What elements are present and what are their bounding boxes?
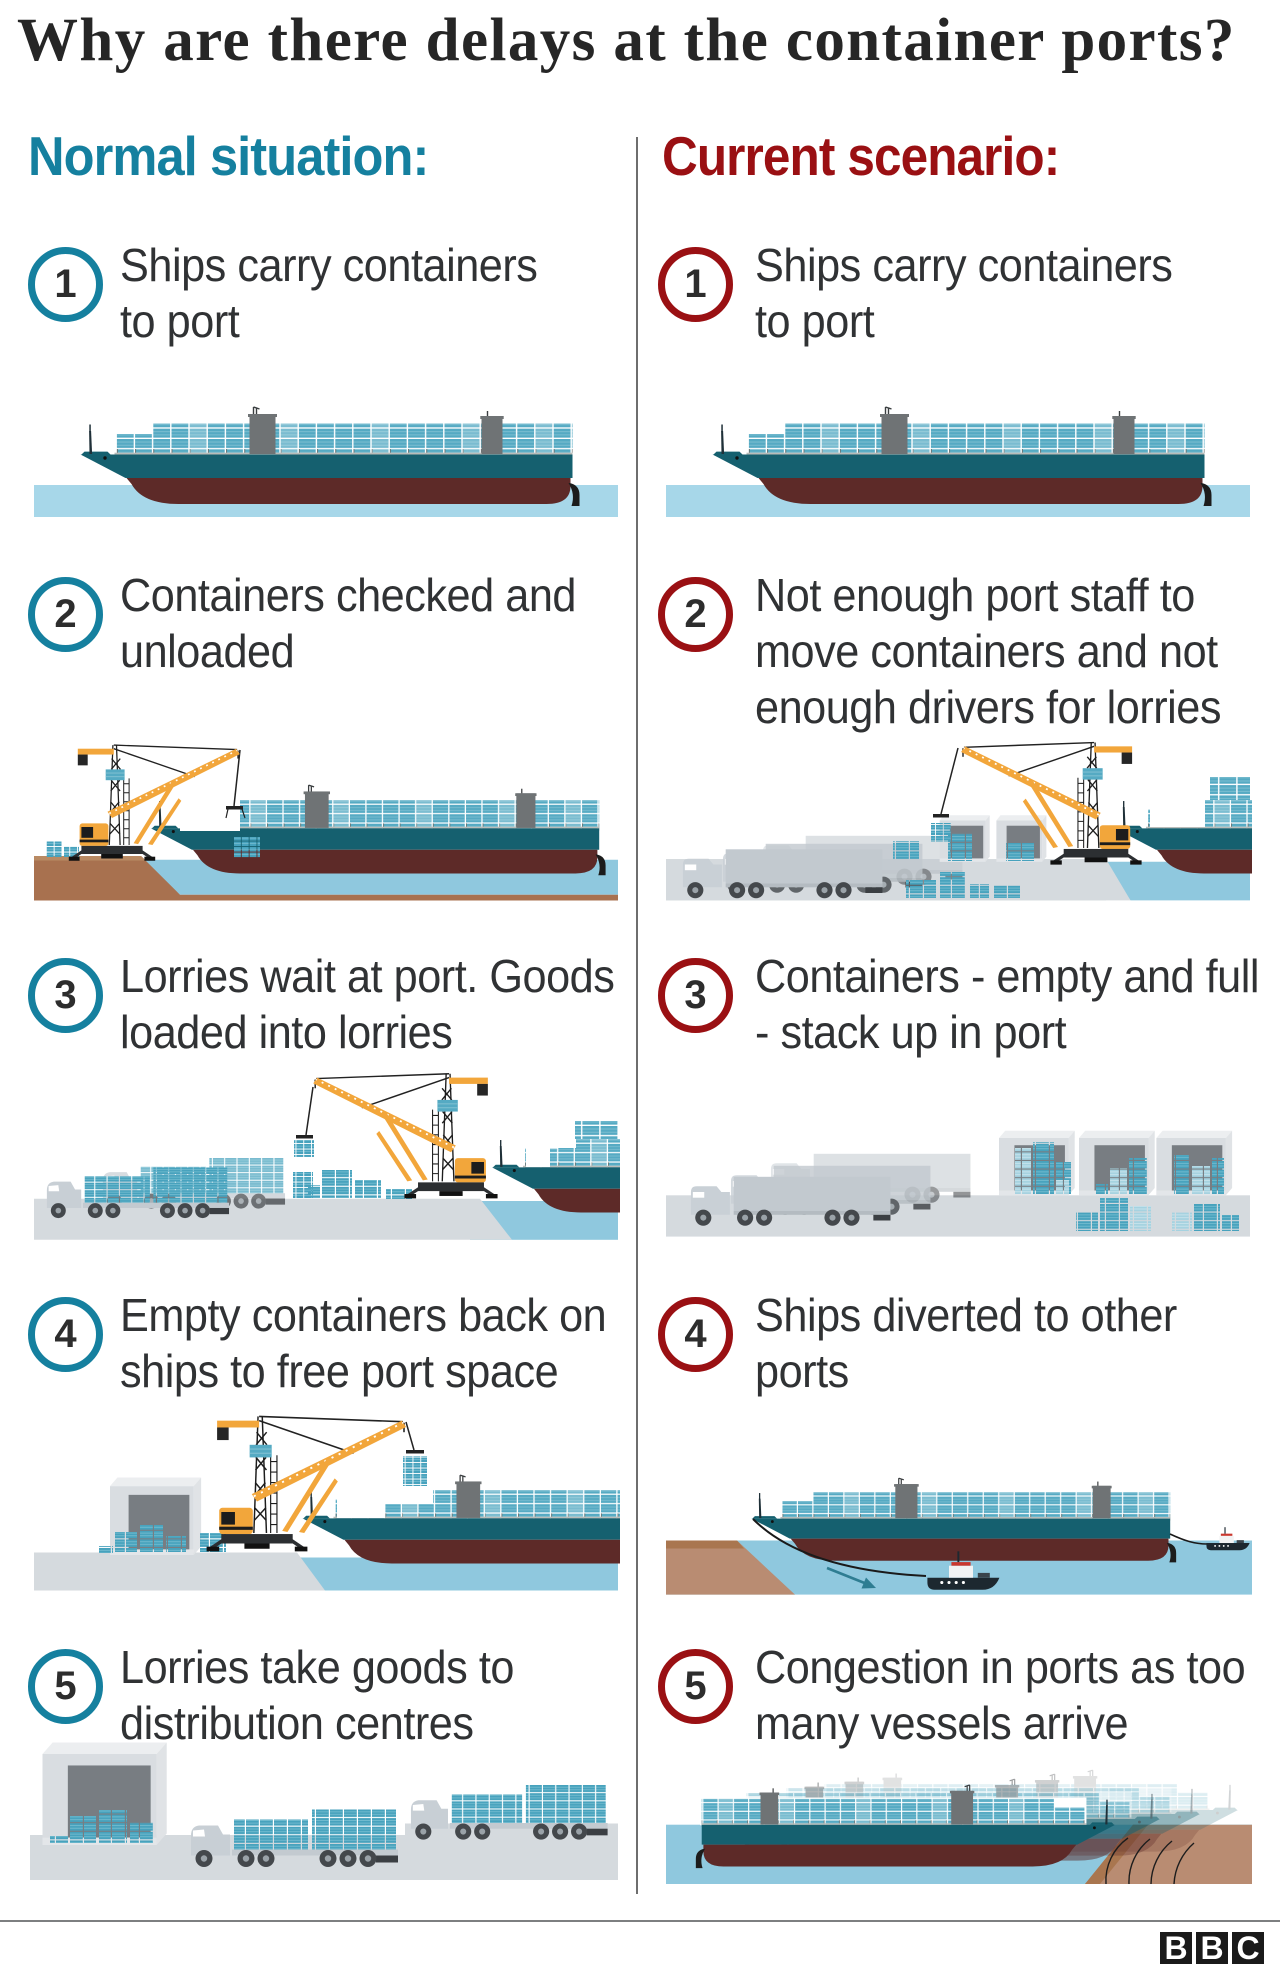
- step-number-badge: 2: [28, 577, 103, 652]
- footer-divider: [0, 1920, 1280, 1922]
- step-number-badge: 4: [28, 1297, 103, 1372]
- step-text: Ships diverted to other ports: [755, 1289, 1177, 1397]
- step-number-badge: 3: [28, 958, 103, 1033]
- step-number-badge: 1: [28, 247, 103, 322]
- scene-current-3-stacking: [666, 1130, 1250, 1237]
- scene-normal-3-loading-lorries: [34, 1072, 620, 1240]
- step-text: Ships carry containers to port: [120, 239, 538, 347]
- step-text: Congestion in ports as too many vessels …: [755, 1641, 1246, 1749]
- scene-current-5-congestion: [666, 1769, 1252, 1885]
- step-text: Lorries take goods to distribution centr…: [120, 1641, 514, 1749]
- step-number-badge: 5: [658, 1649, 733, 1724]
- scene-current-1-ship: [666, 406, 1250, 517]
- step-number-badge: 3: [658, 958, 733, 1033]
- scene-normal-2-unloading: [34, 744, 618, 901]
- scene-normal-1-ship: [34, 406, 618, 517]
- step-text: Containers checked and unloaded: [120, 569, 577, 677]
- step-text: Containers - empty and full - stack up i…: [755, 950, 1260, 1058]
- bbc-logo-block: B: [1196, 1932, 1228, 1965]
- step-number-badge: 5: [28, 1649, 103, 1724]
- step-text: Lorries wait at port. Goods loaded into …: [120, 950, 615, 1058]
- step-number-badge: 2: [658, 577, 733, 652]
- bbc-logo-block: B: [1160, 1932, 1192, 1965]
- page-title: Why are there delays at the container po…: [17, 7, 1236, 74]
- column-header-current: Current scenario:: [662, 125, 1060, 187]
- scene-normal-5-distribution: [30, 1742, 618, 1880]
- bbc-logo-block: C: [1232, 1932, 1264, 1965]
- scene-normal-4-reloading: [34, 1415, 620, 1591]
- step-text: Empty containers back on ships to free p…: [120, 1289, 607, 1397]
- step-text: Not enough port staff to move containers…: [755, 569, 1222, 733]
- step-number-badge: 1: [658, 247, 733, 322]
- bbc-logo: B B C: [1160, 1932, 1264, 1965]
- scene-current-4-diverted: [666, 1477, 1252, 1595]
- column-header-normal: Normal situation:: [28, 125, 429, 187]
- column-divider: [636, 137, 638, 1894]
- step-text: Ships carry containers to port: [755, 239, 1173, 347]
- step-number-badge: 4: [658, 1297, 733, 1372]
- scene-current-2-staff-shortage: [666, 741, 1252, 901]
